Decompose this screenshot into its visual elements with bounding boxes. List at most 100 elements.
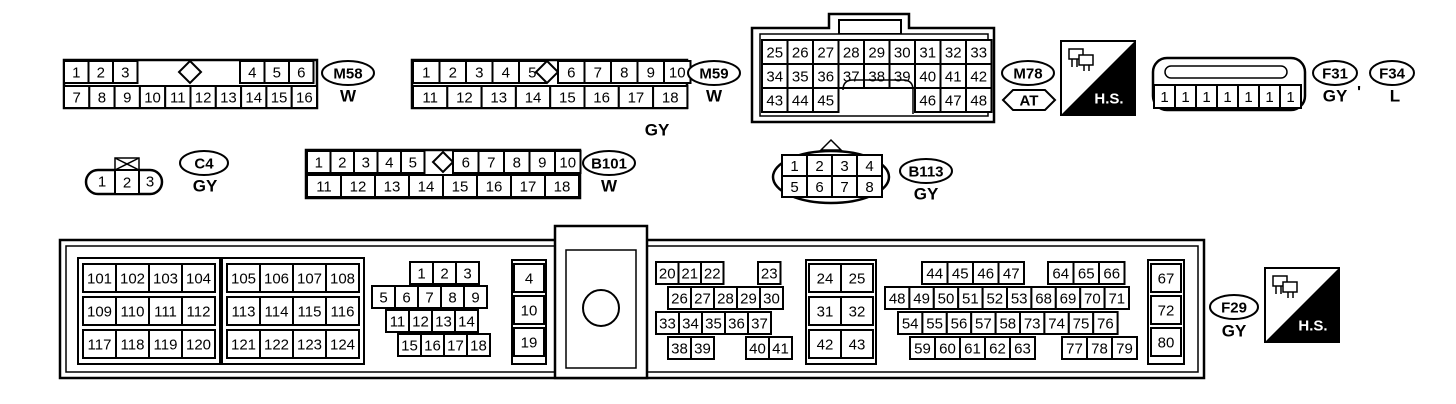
pin-label: 22 [704,266,721,283]
connector-id-outline [1312,60,1358,86]
pin-label: 44 [792,93,809,110]
pin-label: 1 [1244,89,1252,106]
connector-id-outline [1001,60,1055,86]
pin-label: 45 [952,266,969,283]
pin-label: 11 [390,314,406,331]
pin-cell [761,63,789,89]
pin-label: 15 [452,179,469,196]
pin-label: 26 [792,45,809,62]
pin-label: 43 [849,337,866,354]
pin-label: 3 [840,158,848,175]
pin-label: 1 [422,65,430,82]
pin-label: 1 [1286,89,1294,106]
pin-cell [1150,327,1182,357]
pin-label: 5 [528,65,536,82]
at-tag-outline [1001,89,1057,111]
pin-label: 21 [681,266,698,283]
pin-cell [325,263,360,293]
wire-color-label: GY [1222,322,1247,341]
pin-cell [914,63,942,89]
pin-cell [466,333,491,357]
pin-label: 123 [297,337,322,354]
pin-label: 18 [662,90,679,107]
pin-label: 1 [790,158,798,175]
connector-id-outline [1369,60,1415,86]
pin-label: 9 [471,290,479,307]
pin-label: 9 [538,155,546,172]
pin-label: 2 [97,65,105,82]
pin-label: 116 [331,304,355,321]
pin-label: 1 [315,155,323,172]
pin-cell [1103,286,1130,310]
wire-color-label: W [706,87,723,106]
pin-label: 16 [593,90,610,107]
pin-label: 124 [330,337,355,354]
pin-label: 54 [902,316,919,333]
pin-label: 12 [350,179,367,196]
pin-label: 80 [1158,335,1175,352]
pin-label: 12 [195,90,212,107]
pin-label: 27 [694,291,711,308]
pin-label: 4 [385,155,393,172]
pin-label: 6 [297,65,305,82]
pin-label: 47 [1003,266,1020,283]
pin-label: 14 [418,179,435,196]
pin-cell [768,336,793,360]
connector-id-outline [1209,294,1259,320]
pin-label: 49 [913,291,930,308]
pin-label: 14 [458,314,475,331]
pin-cell [181,329,216,359]
pin-label: 57 [975,316,992,333]
pin-label: 46 [977,266,994,283]
pin-label: 70 [1084,291,1101,308]
pin-label: 8 [98,90,106,107]
pin-label: 79 [1116,341,1133,358]
pin-cell [700,261,725,285]
harness-symbol-icon: H.S. [1264,267,1340,343]
pin-label: 27 [817,45,834,62]
pin-label: 113 [232,304,256,321]
pin-label: 6 [402,290,410,307]
pin-label: 13 [490,90,507,107]
pin-label: 2 [815,158,823,175]
pin-label: 11 [422,90,438,107]
cross-mark [114,157,140,171]
pin-label: 36 [728,316,745,333]
key-diamond-icon [177,59,203,85]
pin-label: 67 [1158,271,1175,288]
connector-id-outline [582,150,636,176]
pin-label: 40 [919,69,936,86]
pin-label: 14 [525,90,542,107]
pin-label: 58 [999,316,1016,333]
pin-label: 42 [970,69,987,86]
pin-label: 33 [970,45,987,62]
pin-label: 52 [986,291,1003,308]
pin-label: 17 [520,179,537,196]
pin-label: 20 [659,266,676,283]
pin-label: 7 [594,65,602,82]
pin-label: 23 [761,266,778,283]
connector-id-m58: M58 [333,66,362,83]
pin-cell [82,296,117,326]
pin-label: 4 [525,271,533,288]
pin-label: 3 [475,65,483,82]
pin-label: 71 [1108,291,1125,308]
pin-cell [463,285,488,309]
pin-label: 1 [1265,89,1273,106]
pin-label: 29 [740,291,757,308]
pin-label: 56 [951,316,968,333]
pin-label: 15 [401,338,418,355]
connector-id-f29: F29 [1221,300,1247,317]
pin-label: 50 [938,291,955,308]
pin-label: 1 [72,65,80,82]
pin-label: 6 [462,155,470,172]
pin-label: 34 [766,69,783,86]
pin-label: 8 [448,290,456,307]
